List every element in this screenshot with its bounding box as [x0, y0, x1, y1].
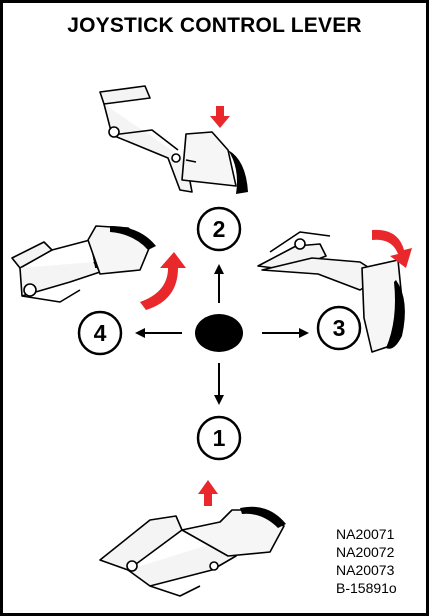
position-1-marker: 1 — [196, 415, 242, 461]
svg-text:4: 4 — [94, 320, 107, 346]
figure-title: JOYSTICK CONTROL LEVER — [67, 14, 362, 37]
loader-illustration-lower — [99, 85, 248, 194]
red-curved-arrow-up-icon — [140, 252, 186, 310]
loader-illustration-dump — [257, 231, 405, 353]
joystick-knob — [195, 314, 243, 352]
position-4-marker: 4 — [77, 310, 123, 356]
red-curved-arrow-down-icon — [372, 229, 412, 268]
figure-code: NA20072 — [336, 544, 395, 560]
red-arrow-up-icon — [198, 480, 218, 506]
position-2-marker: 2 — [196, 206, 242, 252]
loader-illustration-rollback — [11, 225, 156, 303]
figure-code: NA20073 — [336, 562, 395, 578]
red-arrow-down-icon — [210, 106, 230, 128]
position-3-marker: 3 — [316, 305, 362, 351]
loader-illustration-raise — [99, 506, 286, 597]
figure-code: NA20071 — [336, 526, 395, 542]
figure-codes: NA20071 NA20072 NA20073 B-15891o — [336, 525, 397, 597]
svg-text:3: 3 — [333, 315, 346, 341]
svg-text:1: 1 — [213, 425, 226, 451]
figure-code: B-15891o — [336, 580, 397, 596]
svg-text:2: 2 — [213, 216, 226, 242]
